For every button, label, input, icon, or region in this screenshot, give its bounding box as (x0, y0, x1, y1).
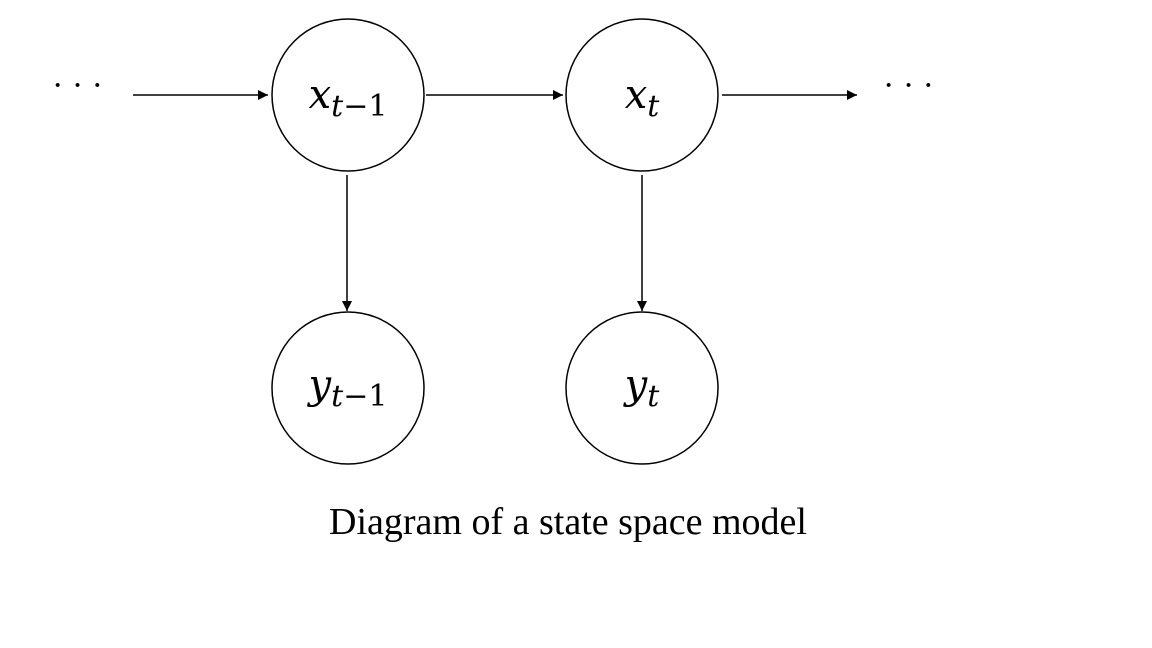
node-sub-minus: − (343, 379, 368, 414)
right-ellipsis: · · · (883, 67, 934, 104)
node-circle (565, 18, 719, 172)
node-x-t: xt (565, 18, 719, 172)
node-sub: t (647, 89, 660, 124)
node-sub: t (331, 89, 344, 124)
node-label: yt−1 (307, 362, 388, 414)
node-label: xt (625, 72, 661, 124)
node-y-t-minus-1: yt−1 (271, 311, 425, 465)
node-sub-num: 1 (368, 379, 387, 414)
node-var: y (307, 362, 333, 408)
diagram-caption: Diagram of a state space model (329, 501, 807, 543)
node-sub: t (647, 379, 660, 414)
node-label: yt (623, 362, 661, 414)
node-var: x (625, 72, 648, 118)
node-circle (271, 18, 425, 172)
node-label: xt−1 (309, 72, 388, 124)
left-ellipsis: · · · (52, 67, 103, 104)
node-sub: t (331, 379, 344, 414)
node-sub-num: 1 (368, 89, 387, 124)
node-sub-minus: − (343, 89, 368, 124)
node-y-t: yt (565, 311, 719, 465)
node-circle (565, 311, 719, 465)
node-var: x (309, 72, 332, 118)
node-var: y (623, 362, 649, 408)
node-circle (271, 311, 425, 465)
node-x-t-minus-1: xt−1 (271, 18, 425, 172)
